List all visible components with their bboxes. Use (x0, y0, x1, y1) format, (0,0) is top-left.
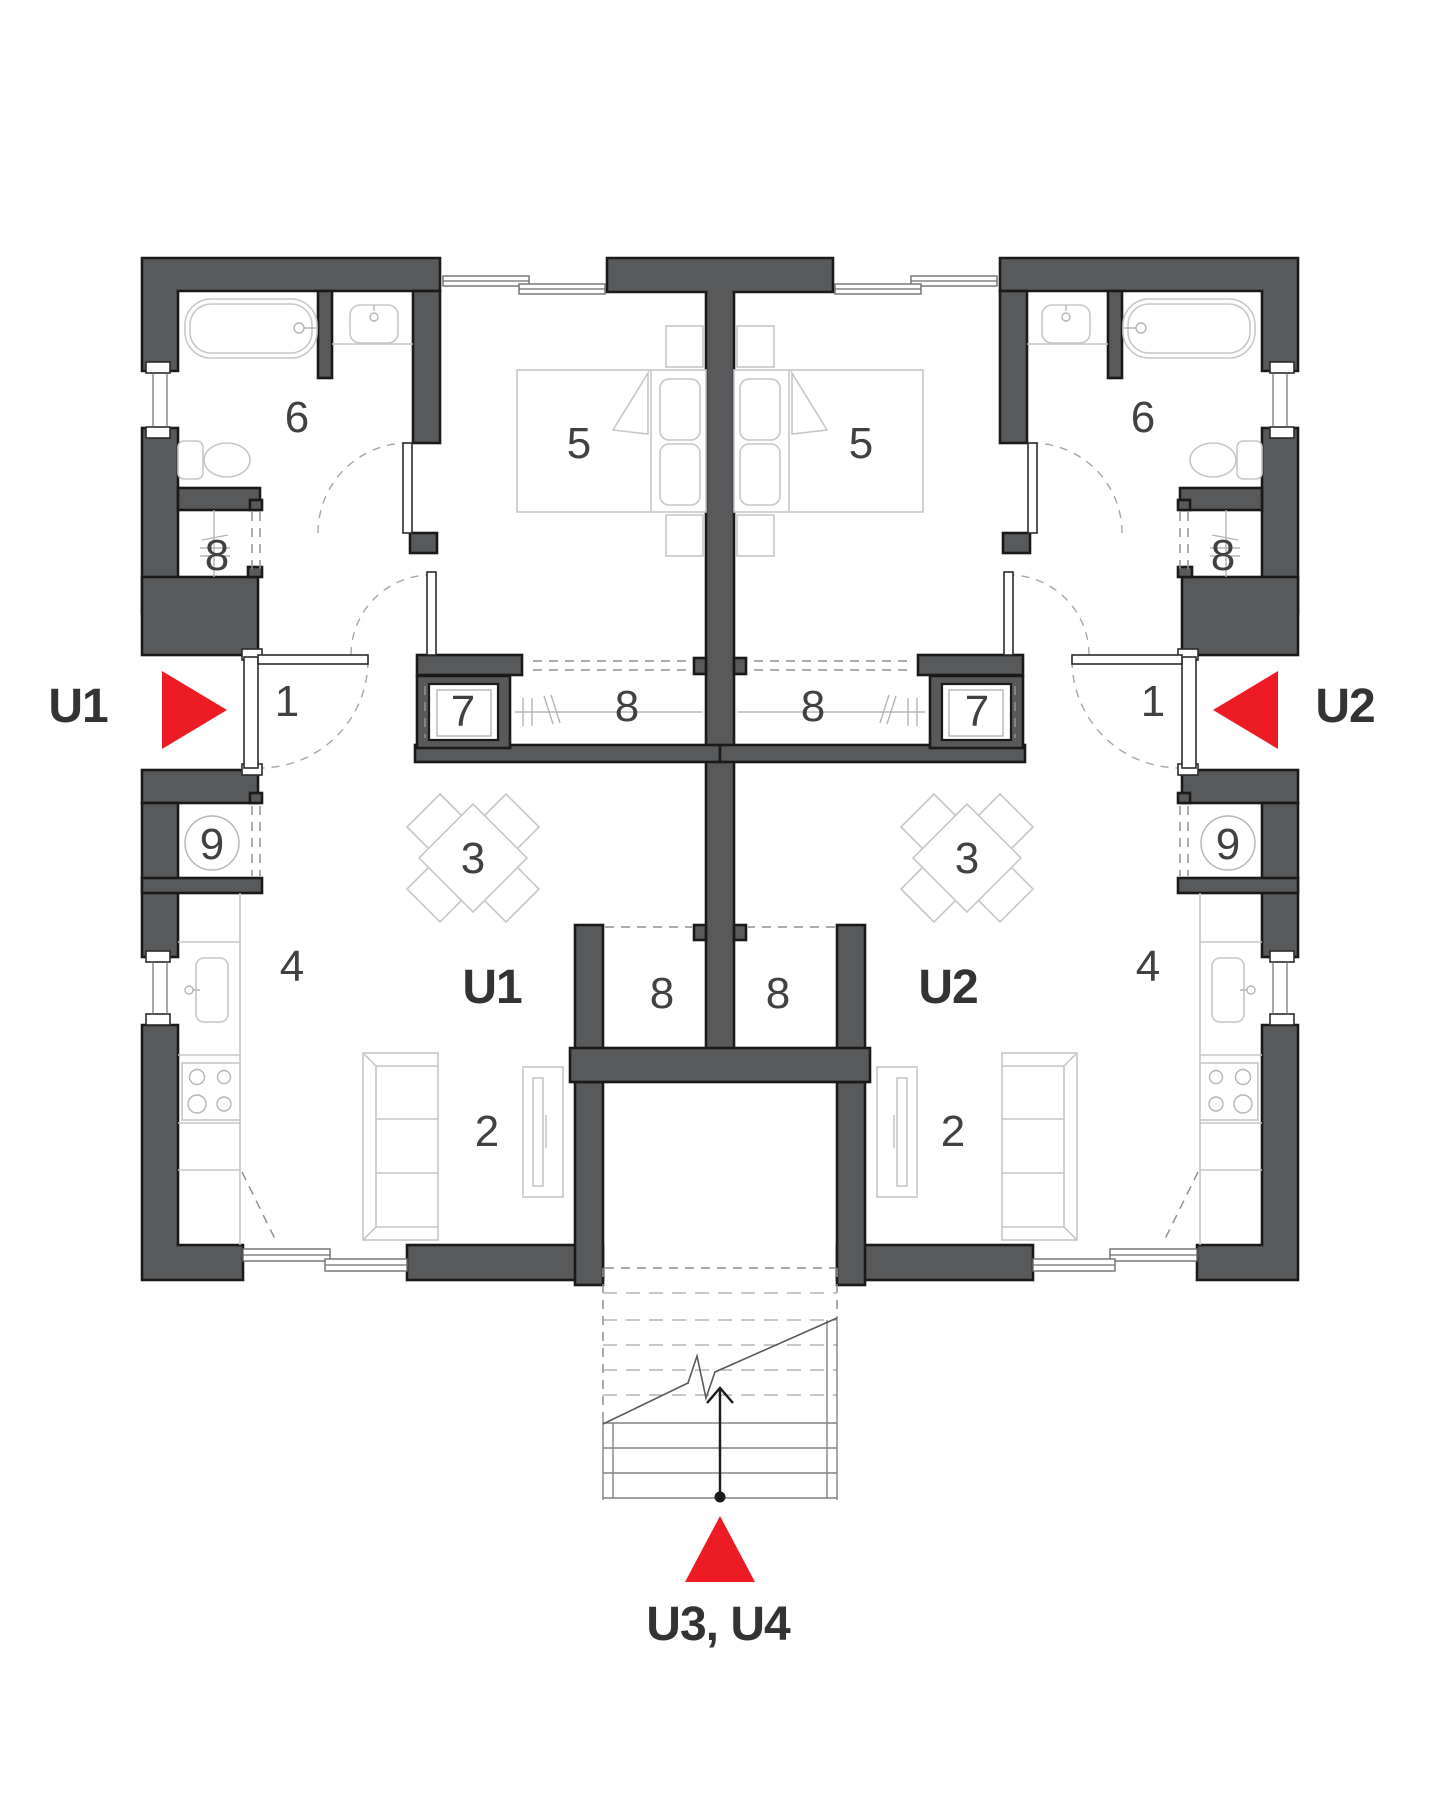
room-label-closet-b-u2: 8 (801, 682, 825, 731)
unit-label-u3-u4: U3, U4 (646, 1598, 791, 1651)
room-label-bathroom-u1: 6 (285, 393, 309, 442)
room-label-bathroom-u2: 6 (1131, 393, 1155, 442)
staircase (602, 1292, 838, 1503)
room-label-closet-a-u2: 8 (1211, 531, 1235, 580)
labels: U1 U2 U1 U2 U3, U4 6 6 5 5 8 8 1 1 7 7 8… (48, 393, 1375, 1651)
unit-label-u2-exterior: U2 (1315, 680, 1374, 733)
room-label-living-u2: 2 (941, 1107, 965, 1156)
unit-u2-drawing (718, 256, 1300, 1287)
stair-up-arrow-head (706, 1386, 734, 1404)
stair-arrow-origin-dot (714, 1491, 726, 1503)
room-label-entry-u1: 1 (275, 677, 299, 726)
room-label-bedroom-u2: 5 (849, 419, 873, 468)
room-label-kitchen-u1: 4 (280, 942, 304, 991)
room-label-dining-u1: 3 (461, 834, 485, 883)
room-label-closet-c-u1: 8 (650, 969, 674, 1018)
room-label-laundry-u2: 9 (1216, 820, 1240, 869)
room-label-closet-b-u1: 8 (615, 682, 639, 731)
room-label-utility-u1: 7 (451, 687, 475, 736)
stair-block (568, 1046, 872, 1582)
room-label-kitchen-u2: 4 (1136, 942, 1160, 991)
unit-label-u1-interior: U1 (462, 961, 522, 1014)
unit-label-u2-interior: U2 (918, 961, 977, 1014)
unit-u1-drawing (140, 256, 722, 1287)
room-label-entry-u2: 1 (1141, 677, 1165, 726)
room-label-closet-a-u1: 8 (205, 531, 229, 580)
room-label-living-u1: 2 (475, 1107, 499, 1156)
stair-break-line (602, 1317, 838, 1425)
wall-stair-top-band (568, 1046, 872, 1084)
stair-entry-arrow-icon (685, 1516, 755, 1582)
room-label-dining-u2: 3 (955, 834, 979, 883)
room-label-utility-u2: 7 (965, 687, 989, 736)
unit-label-u1-exterior: U1 (48, 680, 108, 733)
room-label-closet-c-u2: 8 (766, 969, 790, 1018)
room-label-bedroom-u1: 5 (567, 419, 591, 468)
room-label-laundry-u1: 9 (200, 820, 224, 869)
